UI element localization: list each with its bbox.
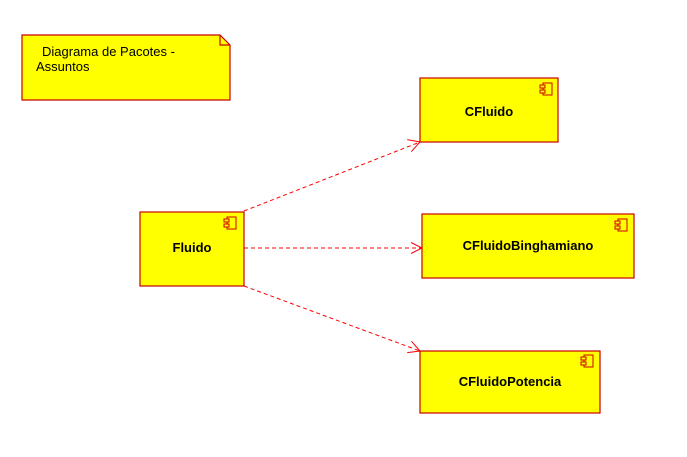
dependency-fluido-cfluido[interactable]: [243, 139, 421, 212]
component-label-cfluido-potencia: CFluidoPotencia: [458, 374, 562, 389]
component-fluido[interactable]: [139, 211, 245, 287]
component-icon: [614, 218, 628, 232]
open-arrowhead-icon: [407, 139, 421, 153]
note-title-line2: Assuntos: [36, 59, 90, 74]
component-cfluido-potencia[interactable]: [419, 350, 601, 414]
component-label-fluido: Fluido: [172, 240, 212, 255]
component-icon: [539, 82, 553, 96]
component-icon: [223, 216, 237, 230]
dependency-fluido-cfluido-potencia[interactable]: [243, 285, 421, 354]
component-cfluido[interactable]: [419, 77, 559, 143]
note-text: Diagrama de Pacotes - Assuntos: [36, 44, 216, 74]
component-label-cfluido: CFluido: [464, 104, 514, 119]
note-shape: [21, 34, 231, 101]
dependency-fluido-cfluido-binghamiano[interactable]: [244, 242, 424, 254]
note[interactable]: [21, 34, 231, 101]
component-icon: [580, 354, 594, 368]
component-cfluido-binghamiano[interactable]: [421, 213, 635, 279]
component-label-cfluido-binghamiano: CFluidoBinghamiano: [462, 238, 594, 253]
note-title-line1: Diagrama de Pacotes -: [42, 44, 175, 59]
note-fold-icon: [219, 35, 230, 46]
